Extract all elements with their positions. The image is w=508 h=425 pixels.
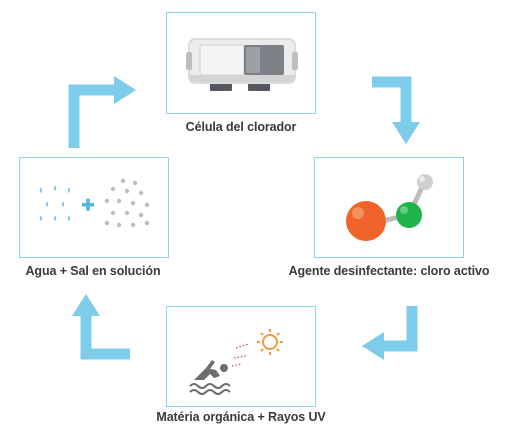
water-drops-icon — [39, 184, 70, 221]
salt-grains-icon — [104, 178, 149, 227]
stage-caption-chlorinator-cell: Célula del clorador — [185, 120, 297, 134]
plus-icon — [81, 198, 94, 211]
stage-caption-disinfectant: Agente desinfectante: cloro activo — [288, 264, 490, 278]
chlorinator-cell-icon — [185, 37, 298, 91]
stage-panel-chlorinator-cell — [166, 12, 316, 114]
flow-arrow-cell-to-disinfectant — [372, 76, 420, 144]
swimmer-and-sun-icon — [188, 328, 283, 395]
stage-caption-water-salt: Agua + Sal en solución — [25, 264, 161, 278]
water-plus-salt-icon — [39, 178, 149, 227]
flow-arrow-water-to-cell — [68, 76, 136, 148]
hypochlorous-molecule-icon — [345, 173, 433, 241]
stage-panel-organic-uv — [166, 306, 316, 407]
sun-icon — [256, 328, 283, 355]
stage-caption-organic-uv: Matéria orgánica + Rayos UV — [156, 410, 326, 424]
stage-panel-disinfectant — [314, 157, 464, 258]
flow-arrow-organic-to-water — [72, 294, 130, 360]
swimmer-icon — [193, 359, 228, 380]
flow-arrow-disinfectant-to-organic — [362, 306, 418, 360]
stage-panel-water-salt — [19, 157, 169, 258]
